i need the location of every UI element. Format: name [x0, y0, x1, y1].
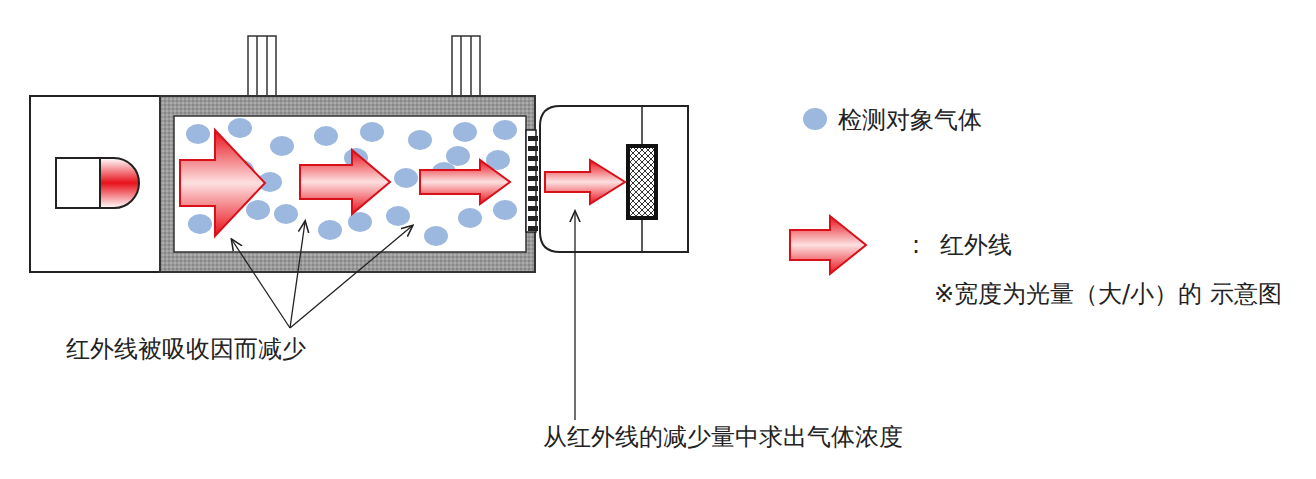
legend-note: ※宽度为光量（大/小）的 示意图 — [934, 277, 1310, 312]
legend-arrow-sample — [790, 216, 866, 274]
gas-molecule — [318, 220, 342, 240]
gas-molecule — [493, 120, 517, 140]
window-filter — [528, 136, 538, 231]
window-filter — [528, 226, 538, 231]
gas-molecule — [186, 124, 210, 144]
light-source-housing — [30, 96, 160, 272]
gas-molecule — [394, 168, 418, 188]
gas-cell — [174, 116, 526, 252]
window-filter — [528, 166, 538, 171]
gas-molecule — [446, 146, 470, 166]
gas-molecule — [458, 208, 482, 228]
window-filter — [528, 176, 538, 181]
gas-molecule — [314, 126, 338, 146]
leader-line — [232, 212, 575, 420]
window-filter — [528, 136, 538, 141]
legend-text: 红外线 — [940, 228, 1012, 263]
gas-molecule — [274, 204, 298, 224]
gas-molecule — [360, 122, 384, 142]
gas-molecule — [188, 214, 212, 234]
gas-molecule — [493, 200, 517, 220]
detector-housing — [540, 106, 688, 252]
window-filter — [528, 216, 538, 221]
legend-colon: : — [912, 228, 920, 263]
gas-molecule — [228, 118, 252, 138]
window-filter — [528, 186, 538, 191]
infrared-arrow — [180, 130, 625, 236]
infrared-lamp — [56, 158, 139, 208]
window-filter — [528, 146, 538, 151]
gas-cell-wall — [160, 96, 535, 272]
window-filter — [528, 196, 538, 201]
gas-port — [248, 36, 480, 98]
gas-molecule — [453, 122, 477, 142]
gas-molecule — [424, 226, 448, 246]
legend-swatch — [803, 108, 827, 130]
gas-molecule — [386, 206, 410, 226]
legend-text: 检测对象气体 — [838, 103, 982, 138]
annotation-label: 从红外线的减少量中求出气体浓度 — [543, 420, 903, 455]
gas-molecule — [270, 136, 294, 156]
gas-molecule — [408, 130, 432, 150]
gas-molecule — [246, 200, 270, 220]
detector-element — [628, 146, 656, 218]
window-filter — [528, 206, 538, 211]
window-filter — [528, 156, 538, 161]
annotation-label: 红外线被吸收因而减少 — [66, 332, 306, 367]
